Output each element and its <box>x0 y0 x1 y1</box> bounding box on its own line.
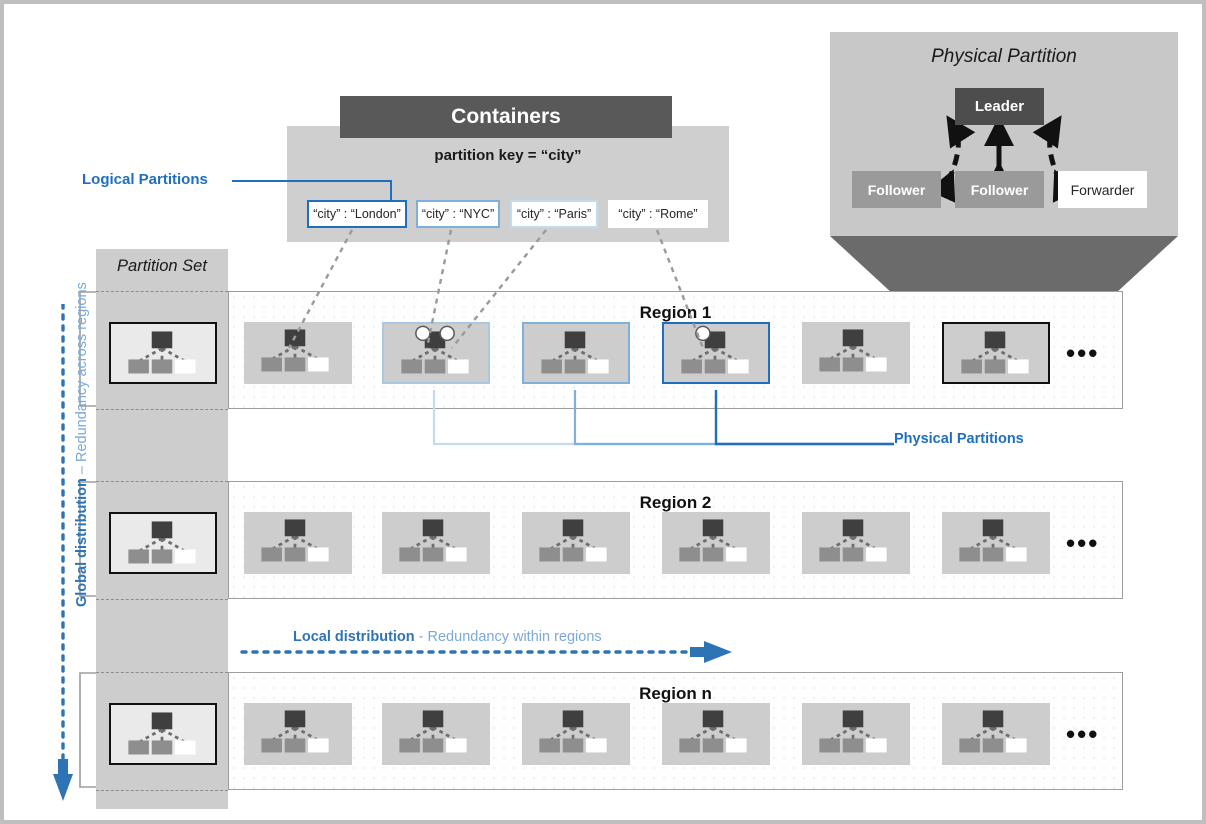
forwarder-node: Forwarder <box>1058 171 1147 208</box>
partition-glyph-0-2 <box>541 331 609 374</box>
global-distribution-arrow <box>53 304 73 801</box>
follower-node-2: Follower <box>955 171 1044 208</box>
containers-header: Containers <box>340 96 672 138</box>
global-distribution-sub: – Redundancy across regions <box>74 282 90 479</box>
partition-glyph-2-2 <box>539 710 607 753</box>
local-distribution-sub: - Redundancy within regions <box>414 629 602 645</box>
partition-glyph-2-5 <box>959 710 1027 753</box>
partition-set-divider-1-0 <box>96 291 228 292</box>
partition-glyph-0-4 <box>819 329 887 372</box>
partition-set-title: Partition Set <box>117 257 207 275</box>
physical-partition-icon-r1-p2[interactable] <box>382 322 490 384</box>
partition-glyph-1-5 <box>959 519 1027 562</box>
logical-partitions-leader-line <box>232 180 392 182</box>
partition-set-divider-2-0 <box>96 481 228 482</box>
logical-partition-box-1[interactable]: “city” : “NYC” <box>416 200 500 228</box>
partition-glyph-2-3 <box>679 710 747 753</box>
partition-glyph-1-2 <box>539 519 607 562</box>
logical-partitions-label: Logical Partitions <box>82 171 208 188</box>
partition-glyph-2-0 <box>261 710 329 753</box>
local-distribution-label: Local distribution - Redundancy within r… <box>293 629 602 645</box>
physical-partition-icon-r3-p4[interactable] <box>662 703 770 765</box>
partition-set-divider-3-0 <box>96 672 228 673</box>
physical-partitions-connectors <box>432 390 894 446</box>
physical-partition-icon-r2-p6[interactable] <box>942 512 1050 574</box>
logical-partition-box-3[interactable]: “city” : “Rome” <box>608 200 708 228</box>
physical-partition-title: Physical Partition <box>931 46 1077 67</box>
global-distribution-bold: Global distribution <box>74 478 90 607</box>
physical-partitions-label: Physical Partitions <box>894 431 1024 447</box>
physical-partition-icon-r1-p4[interactable] <box>662 322 770 384</box>
region-ellipsis-2: ••• <box>1066 528 1100 558</box>
physical-partition-icon-r2-p3[interactable] <box>522 512 630 574</box>
partition-glyph-2-1 <box>399 710 467 753</box>
partition-glyph-2-4 <box>819 710 887 753</box>
logical-partitions-leader-drop <box>390 180 392 202</box>
partition-set-divider-2-1 <box>96 599 228 600</box>
partition-set-icon-3[interactable] <box>109 703 217 765</box>
region-title-1: Region 1 <box>639 303 712 322</box>
region-title-3: Region n <box>639 684 712 703</box>
partition-glyph-0-0 <box>261 329 329 372</box>
partition-key-label: partition key = “city” <box>434 147 582 164</box>
physical-partition-icon-r1-p1[interactable] <box>244 322 352 384</box>
partition-glyph-0-3 <box>681 325 749 374</box>
partition-glyph-pset-1 <box>128 331 196 374</box>
leader-node: Leader <box>955 88 1044 125</box>
partition-glyph-pset-3 <box>128 712 196 755</box>
region-ellipsis-1: ••• <box>1066 338 1100 368</box>
follower-node-1: Follower <box>852 171 941 208</box>
partition-glyph-0-1 <box>401 325 469 374</box>
physical-partition-icon-r3-p2[interactable] <box>382 703 490 765</box>
partition-set-icon-2[interactable] <box>109 512 217 574</box>
region-title-2: Region 2 <box>639 493 712 512</box>
physical-partition-icon-r2-p5[interactable] <box>802 512 910 574</box>
physical-partition-icon-r2-p1[interactable] <box>244 512 352 574</box>
logical-partition-box-2[interactable]: “city” : “Paris” <box>510 200 598 228</box>
physical-partition-icon-r3-p1[interactable] <box>244 703 352 765</box>
physical-partition-icon-r1-p6[interactable] <box>942 322 1050 384</box>
physical-partition-icon-r3-p3[interactable] <box>522 703 630 765</box>
partition-glyph-0-5 <box>961 331 1029 374</box>
partition-glyph-pset-2 <box>128 521 196 564</box>
physical-partition-icon-r3-p5[interactable] <box>802 703 910 765</box>
global-distribution-label: Global distribution – Redundancy across … <box>74 282 90 607</box>
partition-set-icon-1[interactable] <box>109 322 217 384</box>
physical-partition-icon-r3-p6[interactable] <box>942 703 1050 765</box>
physical-partition-icon-r2-p4[interactable] <box>662 512 770 574</box>
partition-glyph-1-0 <box>261 519 329 562</box>
local-distribution-arrow <box>240 641 732 663</box>
local-distribution-bold: Local distribution <box>293 629 415 645</box>
partition-set-divider-1-1 <box>96 409 228 410</box>
physical-partition-icon-r1-p3[interactable] <box>522 322 630 384</box>
region-ellipsis-3: ••• <box>1066 719 1100 749</box>
partition-glyph-1-3 <box>679 519 747 562</box>
logical-partition-box-0[interactable]: “city” : “London” <box>307 200 407 228</box>
replication-arrows <box>927 115 1081 203</box>
physical-partition-icon-r1-p5[interactable] <box>802 322 910 384</box>
partition-set-divider-3-1 <box>96 790 228 791</box>
partition-glyph-1-4 <box>819 519 887 562</box>
physical-partition-icon-r2-p2[interactable] <box>382 512 490 574</box>
partition-glyph-1-1 <box>399 519 467 562</box>
region-brackets <box>79 291 96 788</box>
